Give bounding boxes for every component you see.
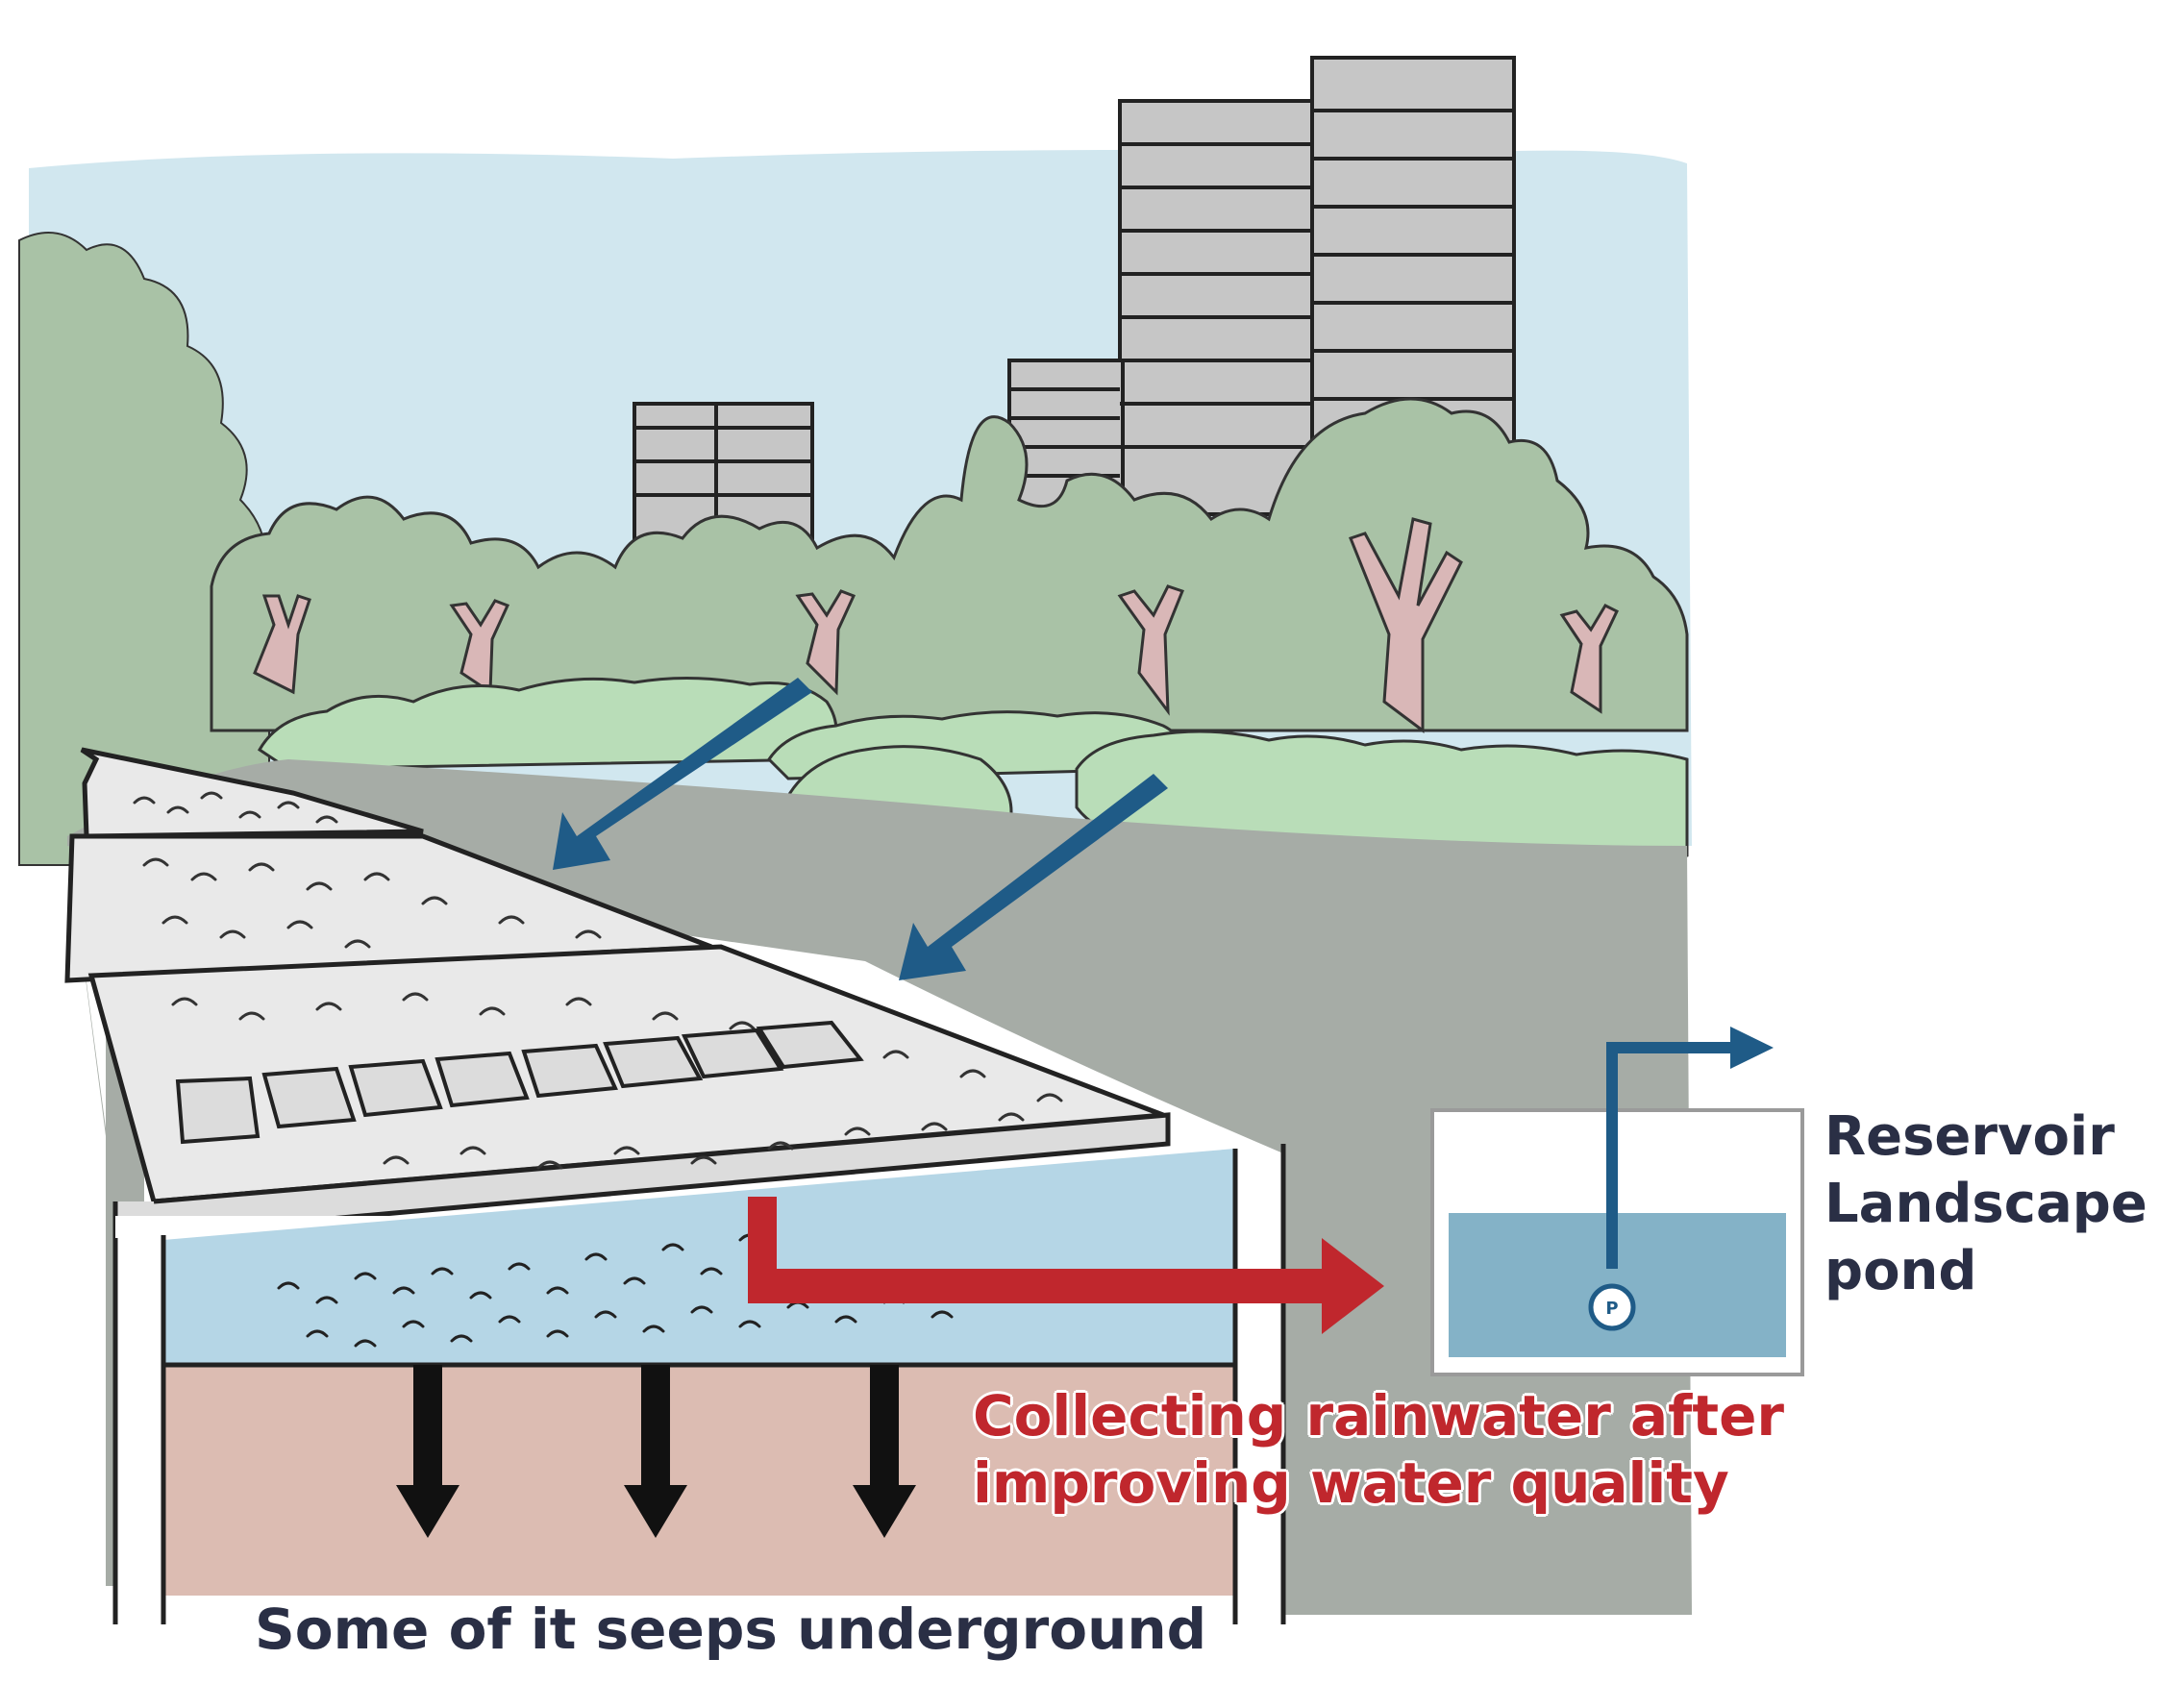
collect-arrow [748, 1197, 1384, 1334]
runoff-arrows [553, 678, 1168, 980]
seeps-underground-label: Some of it seeps underground [255, 1597, 1207, 1662]
collecting-label-line1: Collecting rainwater after [973, 1383, 1785, 1449]
arrow-down-icon [853, 1365, 916, 1538]
collecting-rainwater-label: Collecting rainwater after improving wat… [973, 1382, 1785, 1517]
building-floor-lines [634, 109, 1514, 596]
reservoir-label-line1: Reservoir [1824, 1105, 2115, 1168]
paving-stones [175, 1020, 864, 1145]
tree-canopy [210, 397, 1689, 732]
collecting-label-line2: improving water quality [973, 1450, 1729, 1516]
arrow-down-icon [624, 1365, 687, 1538]
tree-trunks [253, 517, 1619, 733]
seep-arrows [396, 1365, 916, 1538]
underground-storage [112, 1144, 1286, 1624]
reservoir: P [1430, 1027, 1804, 1376]
pump-icon [1588, 1283, 1636, 1331]
outflow-arrow [1730, 1027, 1774, 1069]
soil-layer [163, 1365, 1235, 1596]
arrow-down-left-icon [899, 774, 1168, 980]
arrow-down-icon [396, 1365, 459, 1538]
pump-label: P [1605, 1299, 1618, 1319]
reservoir-label-line3: pond [1824, 1240, 1977, 1302]
building-tall-left [1118, 99, 1314, 516]
outflow-pipe [1606, 1042, 1738, 1269]
storage-water [163, 1149, 1235, 1365]
reservoir-label-line2: Landscape [1824, 1173, 2147, 1235]
pebble-texture [133, 791, 1063, 1170]
arrow-down-left-icon [553, 678, 812, 870]
reservoir-label: Reservoir Landscape pond [1824, 1103, 2147, 1305]
